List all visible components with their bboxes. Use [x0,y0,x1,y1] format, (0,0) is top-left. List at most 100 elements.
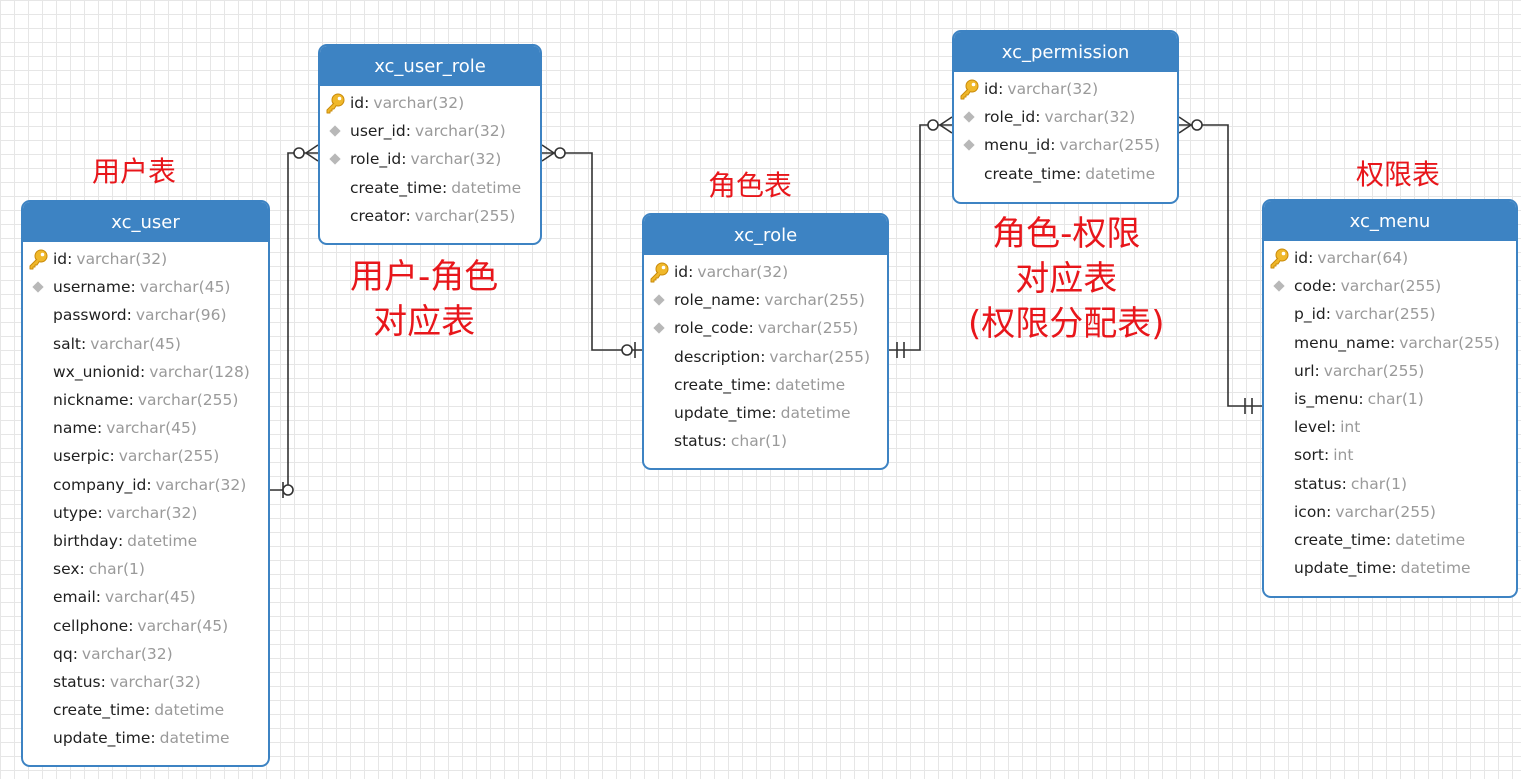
field-separator: : [765,375,772,394]
field-row[interactable]: update_time:datetime [23,724,268,752]
field-separator: : [100,672,106,691]
field-row[interactable]: id:varchar(32) [320,89,540,117]
field-row[interactable]: role_id:varchar(32) [954,103,1177,131]
field-separator: : [1050,136,1056,155]
field-type: varchar(255) [769,347,871,366]
field-type: varchar(255) [118,447,220,466]
field-type: varchar(45) [137,616,229,635]
field-row[interactable]: qq:varchar(32) [23,640,268,668]
field-name: userpic [53,447,110,466]
field-type: varchar(32) [106,503,198,522]
field-row[interactable]: wx_unionid:varchar(128) [23,358,268,386]
field-row[interactable]: create_time:datetime [23,696,268,724]
field-row[interactable]: id:varchar(32) [23,245,268,273]
field-name: level [1294,418,1331,437]
field-row[interactable]: menu_id:varchar(255) [954,131,1177,159]
field-row[interactable]: create_time:datetime [644,371,887,399]
field-name: creator [350,206,406,225]
field-row[interactable]: birthday:datetime [23,527,268,555]
field-name: wx_unionid [53,362,141,381]
field-type: datetime [159,729,230,748]
field-row[interactable]: create_time:datetime [320,174,540,202]
field-row[interactable]: update_time:datetime [644,399,887,427]
field-separator: : [441,178,448,197]
field-row[interactable]: id:varchar(32) [644,258,887,286]
field-list: id:varchar(32)role_id:varchar(32)menu_id… [954,72,1177,188]
field-list: id:varchar(32)username:varchar(45)passwo… [23,242,268,752]
field-row[interactable]: update_time:datetime [1264,554,1516,582]
field-name: code [1294,277,1332,296]
field-row[interactable]: utype:varchar(32) [23,499,268,527]
field-row[interactable]: create_time:datetime [954,160,1177,188]
field-name: sex [53,560,80,579]
field-row[interactable]: user_id:varchar(32) [320,117,540,145]
field-name: cellphone [53,616,129,635]
field-row[interactable]: code:varchar(255) [1264,272,1516,300]
field-row[interactable]: company_id:varchar(32) [23,471,268,499]
field-name: update_time [1294,559,1392,578]
field-row[interactable]: sort:int [1264,441,1516,469]
field-name: role_id [350,150,402,169]
field-name: url [1294,361,1315,380]
index-diamond-icon [320,125,350,137]
field-name: company_id [53,475,147,494]
field-type: varchar(45) [90,334,181,353]
field-type: varchar(96) [135,306,227,325]
field-row[interactable]: role_code:varchar(255) [644,314,887,342]
label-role-perm-line3: (权限分配表) [968,303,1165,344]
table-header: xc_user [23,202,268,242]
field-name: menu_name [1294,333,1390,352]
field-row[interactable]: role_id:varchar(32) [320,145,540,173]
field-row[interactable]: sex:char(1) [23,555,268,583]
field-name: icon [1294,502,1327,521]
field-row[interactable]: create_time:datetime [1264,526,1516,554]
field-list: id:varchar(32)user_id:varchar(32)role_id… [320,86,540,230]
field-type: varchar(32) [1044,108,1136,127]
field-row[interactable]: salt:varchar(45) [23,330,268,358]
field-row[interactable]: status:varchar(32) [23,668,268,696]
field-row[interactable]: password:varchar(96) [23,301,268,329]
field-type: datetime [775,375,846,394]
field-row[interactable]: menu_name:varchar(255) [1264,329,1516,357]
field-row[interactable]: name:varchar(45) [23,414,268,442]
field-name: id [1294,249,1309,268]
field-row[interactable]: role_name:varchar(255) [644,286,887,314]
field-name: create_time [984,164,1076,183]
field-type: datetime [451,178,522,197]
field-list: id:varchar(32)role_name:varchar(255)role… [644,255,887,455]
field-name: nickname [53,391,129,410]
field-row[interactable]: description:varchar(255) [644,343,887,371]
field-separator: : [72,644,78,663]
field-row[interactable]: id:varchar(32) [954,75,1177,103]
field-row[interactable]: status:char(1) [644,427,887,455]
field-row[interactable]: icon:varchar(255) [1264,498,1516,526]
label-user-role-line2: 对应表 [373,301,476,342]
field-separator: : [150,729,156,748]
field-separator: : [1358,390,1364,409]
field-row[interactable]: is_menu:char(1) [1264,385,1516,413]
field-row[interactable]: id:varchar(64) [1264,244,1516,272]
field-separator: : [140,362,146,381]
field-row[interactable]: url:varchar(255) [1264,357,1516,385]
field-separator: : [1308,249,1314,268]
field-row[interactable]: nickname:varchar(255) [23,386,268,414]
field-row[interactable]: userpic:varchar(255) [23,442,268,470]
field-row[interactable]: username:varchar(45) [23,273,268,301]
field-type: datetime [154,701,225,720]
field-separator: : [128,391,134,410]
index-diamond-icon [954,139,984,152]
field-separator: : [1385,530,1392,549]
field-row[interactable]: creator:varchar(255) [320,202,540,230]
field-row[interactable]: email:varchar(45) [23,583,268,611]
label-role-table: 角色表 [708,169,793,202]
field-row[interactable]: p_id:varchar(255) [1264,300,1516,328]
field-separator: : [1391,559,1397,578]
field-row[interactable]: cellphone:varchar(45) [23,611,268,639]
field-row[interactable]: status:char(1) [1264,470,1516,498]
field-row[interactable]: level:int [1264,413,1516,441]
